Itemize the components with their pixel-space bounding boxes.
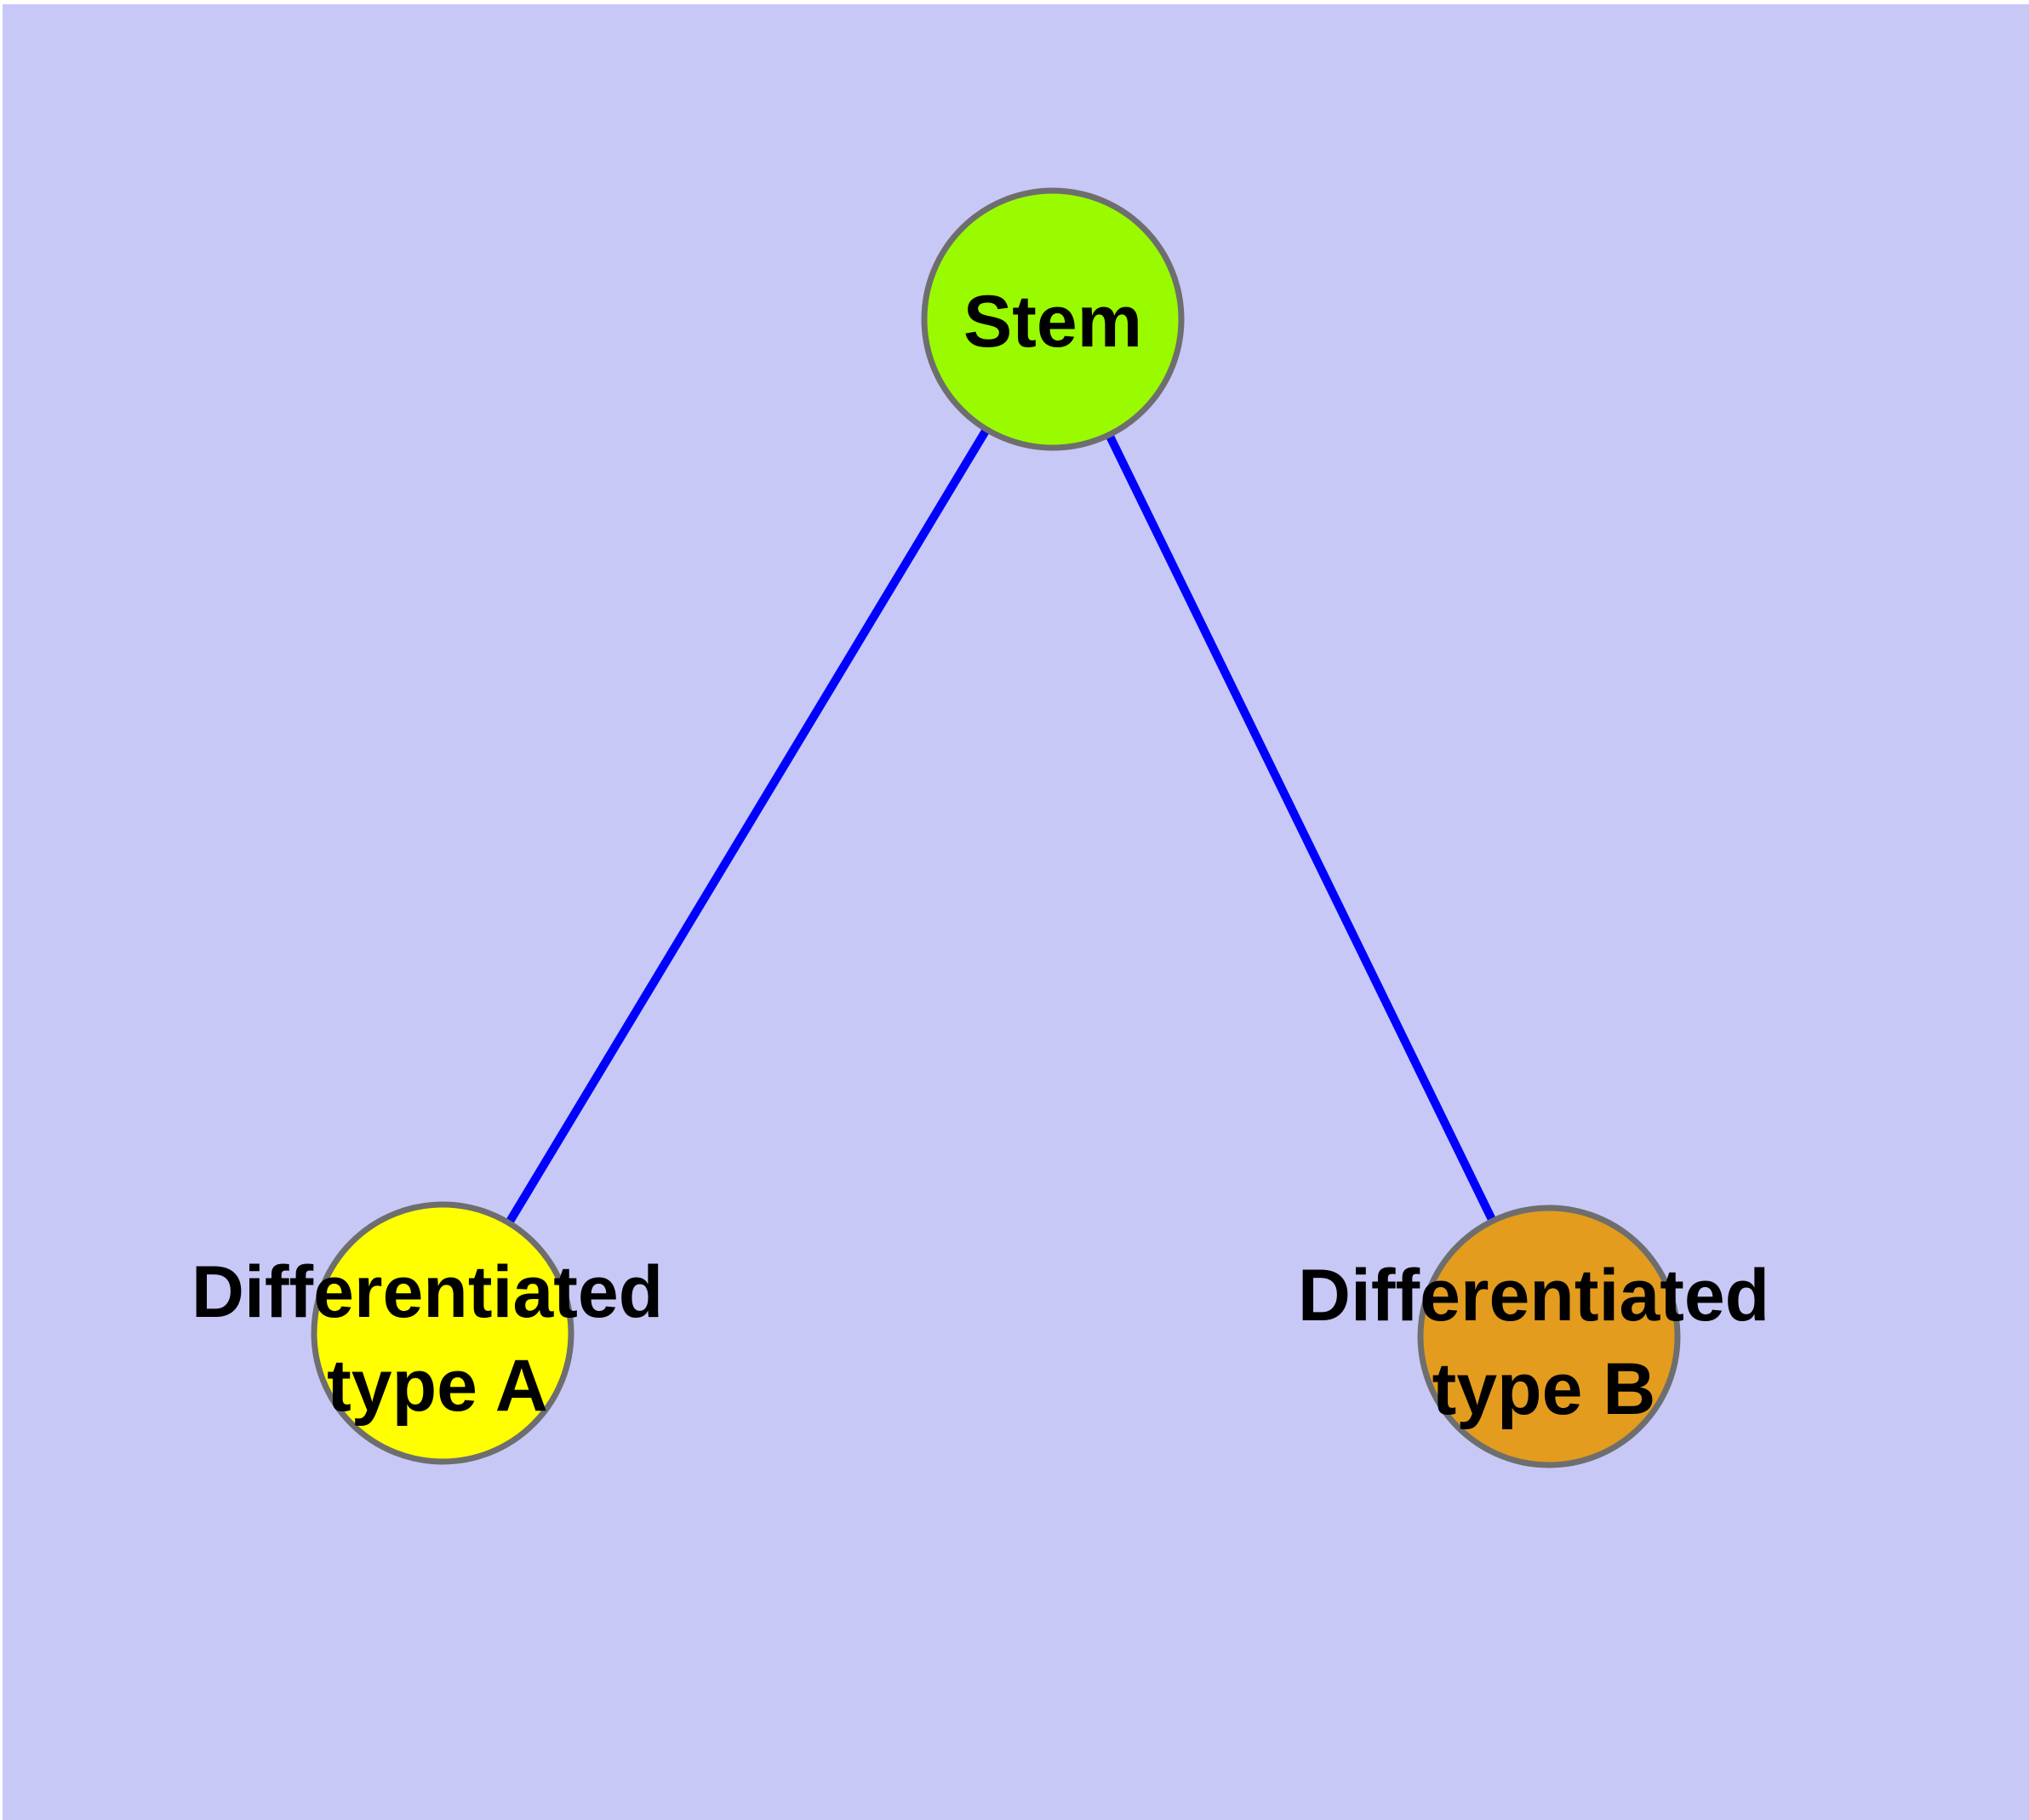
node-label-type-b-line1: Differentiated (1298, 1255, 1769, 1336)
edge-stem-to-type-a (438, 317, 1057, 1336)
node-circle-type-b (1417, 1205, 1681, 1468)
edge-stem-to-type-b (1049, 317, 1553, 1339)
node-label-type-b-line2: type B (1432, 1348, 1656, 1430)
node-label-type-a-line1: Differentiated (191, 1251, 663, 1333)
node-circle-type-a (311, 1201, 574, 1465)
node-layer (311, 187, 1681, 1468)
label-layer: Stem Differentiated type A Differentiate… (191, 281, 1790, 1430)
node-label-stem: Stem (963, 281, 1142, 363)
node-label-type-a-line2: type A (327, 1345, 548, 1427)
node-label-type-a: Differentiated type A (191, 1251, 683, 1427)
node-circle-stem (921, 187, 1185, 451)
edge-layer (438, 317, 1553, 1339)
node-label-type-b: Differentiated type B (1298, 1255, 1790, 1430)
